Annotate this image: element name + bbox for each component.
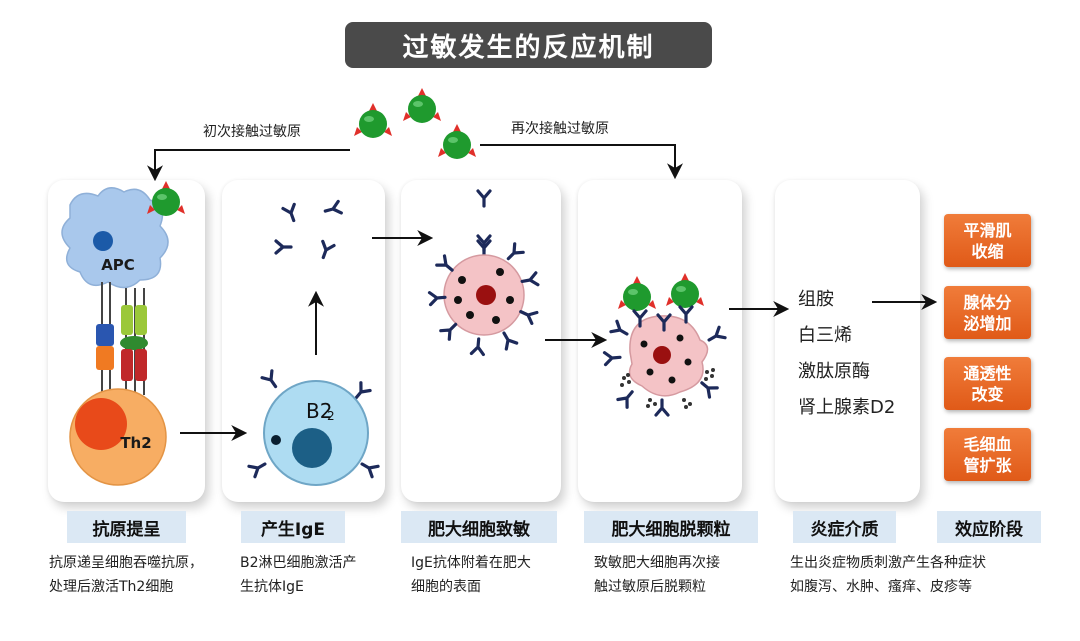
allergen-icon <box>354 103 392 138</box>
ige-antibody <box>316 239 336 262</box>
effect-smooth-muscle: 平滑肌 收缩 <box>944 214 1031 267</box>
apc-cell <box>61 187 169 289</box>
diagram-title: 过敏发生的反应机制 <box>345 22 712 68</box>
allergen-icon <box>438 124 476 159</box>
stage-label-antigen-presentation: 抗原提呈 <box>67 511 186 543</box>
stage-label-mast-degranulation: 肥大细胞脱颗粒 <box>584 511 758 543</box>
first-contact-arrow <box>147 149 350 182</box>
th2-nucleus <box>75 398 127 450</box>
b2-nucleus <box>292 428 332 468</box>
effect-permeability: 通透性 改变 <box>944 357 1031 410</box>
ige-antibody <box>322 199 343 219</box>
first-contact-label: 初次接触过敏原 <box>203 124 301 140</box>
allergen-icon <box>666 273 704 308</box>
effect-gland-secretion: 腺体分 泌增加 <box>944 286 1031 339</box>
tcr-receptor <box>96 346 114 370</box>
stage-desc-ige-production: B2淋巴细胞激活产生抗体IgE <box>240 555 357 595</box>
sensitized-mast-cell <box>443 189 525 336</box>
second-contact-arrow <box>480 144 683 180</box>
th2-label: Th2 <box>120 434 151 452</box>
svg-text:2: 2 <box>327 409 335 423</box>
stage-label-ige-production: 产生IgE <box>241 511 345 543</box>
mediator-leukotriene: 白三烯 <box>798 325 852 346</box>
ige-antibody <box>281 202 301 225</box>
ige-antibody <box>274 239 293 255</box>
allergen-icon <box>403 88 441 123</box>
allergen-icon <box>147 181 185 216</box>
mediator-kallikrein: 激肽原酶 <box>798 361 870 382</box>
degranulating-mast-cell <box>628 315 709 397</box>
apc-nucleus <box>93 231 113 251</box>
mhc-receptor <box>96 324 114 346</box>
mediator-adrenaline-d2: 肾上腺素D2 <box>798 397 896 418</box>
stage-desc-mast-degranulation: 致敏肥大细胞再次接触过敏原后脱颗粒 <box>594 555 720 595</box>
stage-desc-mediators: 生出炎症物质刺激产生各种症状如腹泻、水肿、瘙痒、皮疹等 <box>790 555 986 595</box>
stage-label-mediators: 炎症介质 <box>793 511 896 543</box>
panel-mediators <box>775 180 920 502</box>
stage-desc-mast-sensitization: IgE抗体附着在肥大细胞的表面 <box>411 555 531 595</box>
mediator-histamine: 组胺 <box>798 289 834 310</box>
second-contact-label: 再次接触过敏原 <box>511 121 609 137</box>
apc-label: APC <box>101 256 135 274</box>
stage-desc-antigen-presentation: 抗原递呈细胞吞噬抗原，处理后激活Th2细胞 <box>49 555 203 595</box>
effect-capillary-dilation: 毛细血 管扩张 <box>944 428 1031 481</box>
b2-label: B2 <box>306 399 332 423</box>
stage-label-mast-sensitization: 肥大细胞致敏 <box>401 511 557 543</box>
allergen-icon <box>618 276 656 311</box>
stage-label-effect-phase: 效应阶段 <box>937 511 1041 543</box>
